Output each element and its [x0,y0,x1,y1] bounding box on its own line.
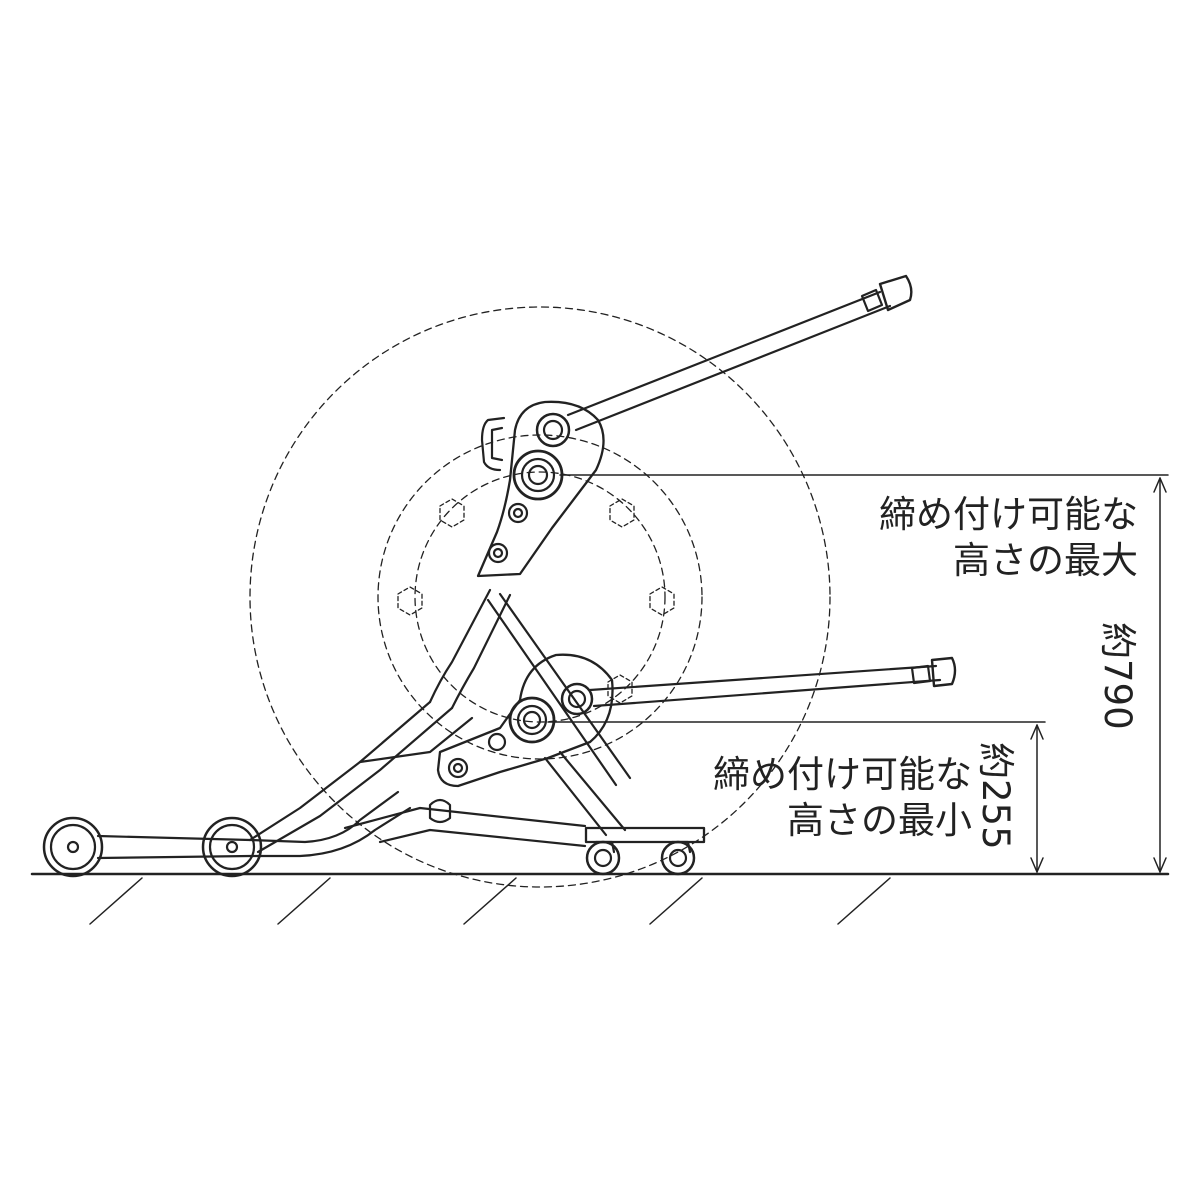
lower-arm [358,653,957,788]
max-height-label: 締め付け可能な 高さの最大 [879,492,1138,585]
min-height-value: 約255 [974,742,1017,850]
linkage [343,592,632,848]
max-label-line2: 高さの最大 [953,539,1138,583]
ground [30,872,1170,925]
dimension-lines [547,474,1169,873]
min-label-line2: 高さの最小 [787,799,972,843]
rear-wheel-left [42,816,104,878]
upper-arm [428,274,913,710]
max-label-line1: 締め付け可能な [879,493,1138,536]
base-frame [96,700,454,860]
max-height-value: 約790 [1096,622,1139,730]
min-label-line1: 締め付け可能な [713,753,972,796]
rear-wheel-right [201,816,263,878]
hub-nuts [397,498,675,704]
front-caster [584,826,706,876]
min-height-label: 締め付け可能な 高さの最小 [713,752,972,845]
